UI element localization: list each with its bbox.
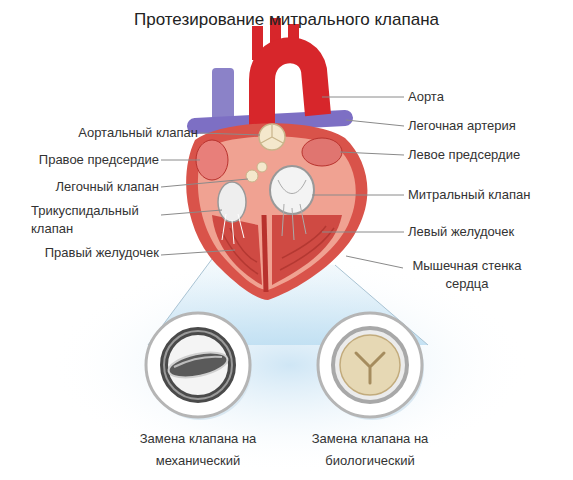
- leader-line: [346, 256, 403, 268]
- tissue-leaflets: [340, 335, 400, 395]
- left-atrium: [302, 138, 342, 166]
- valve-ring: [164, 331, 232, 399]
- leaflet-coaptation: [356, 353, 384, 383]
- part-label: Мышечная стенка сердца: [402, 257, 532, 293]
- pulmonary-valve: [246, 170, 258, 182]
- valve-ring-highlight: [164, 331, 232, 399]
- valve-lens: [146, 313, 250, 417]
- valve-art: [146, 313, 252, 420]
- valve-caption: Замена клапана на биологический: [300, 428, 440, 472]
- leader-line: [322, 232, 404, 233]
- diagram-title: Протезирование митрального клапана: [0, 10, 573, 30]
- valve-caption: Замена клапана на механический: [128, 428, 268, 472]
- leader-line: [161, 160, 200, 161]
- tilting-disc: [166, 348, 229, 382]
- tricuspid-valve: [218, 182, 246, 222]
- leader-line: [161, 179, 248, 187]
- valve-circle: [128, 311, 268, 476]
- leader-line: [161, 210, 222, 215]
- leader-line: [161, 250, 235, 255]
- leader-line: [346, 120, 404, 126]
- muscle-fiber: [230, 228, 257, 262]
- mitral-valve: [270, 166, 314, 214]
- muscle-fiber: [282, 226, 326, 258]
- leader-line: [340, 152, 404, 155]
- valve-circle: [300, 311, 440, 476]
- part-label: Левое предсердие: [408, 146, 568, 164]
- aortic-valve-leaflets: [261, 125, 283, 143]
- muscle-fiber: [222, 232, 258, 274]
- leader-line: [322, 97, 404, 98]
- valve-art: [318, 313, 424, 420]
- leader-line: [200, 133, 260, 135]
- part-label: Легочная артерия: [408, 117, 568, 135]
- caption-wrap: Замена клапана на биологический: [300, 428, 440, 472]
- valve-lens: [318, 313, 422, 417]
- chordae: [222, 214, 244, 244]
- caption-wrap: Замена клапана на механический: [128, 428, 268, 472]
- part-label: Правое предсердие: [10, 151, 159, 169]
- pulmonary-valve: [257, 162, 267, 172]
- part-label: Левый желудочек: [408, 223, 568, 241]
- heart-body: [186, 123, 367, 300]
- part-label: Легочный клапан: [10, 178, 159, 196]
- muscle-fiber: [280, 228, 334, 270]
- mitral-leaflets: [278, 180, 306, 240]
- part-label: Аорта: [408, 88, 528, 106]
- part-label: Митральный клапан: [408, 186, 568, 204]
- right-ventricle-cavity: [212, 215, 262, 285]
- sewing-ring: [333, 328, 407, 402]
- valve-callout: Замена клапана на механический: [128, 311, 268, 476]
- leader-lines: [161, 97, 404, 268]
- disc-highlight: [174, 357, 222, 367]
- part-label: Правый желудочек: [10, 244, 159, 262]
- part-label: Трикуспидальный клапан: [31, 202, 159, 238]
- aortic-valve: [259, 124, 285, 150]
- leader-line: [312, 195, 404, 196]
- part-label: Аортальный клапан: [10, 124, 198, 142]
- septum: [264, 215, 266, 292]
- right-atrium: [196, 140, 228, 180]
- valve-callout: Замена клапана на биологический: [300, 311, 440, 476]
